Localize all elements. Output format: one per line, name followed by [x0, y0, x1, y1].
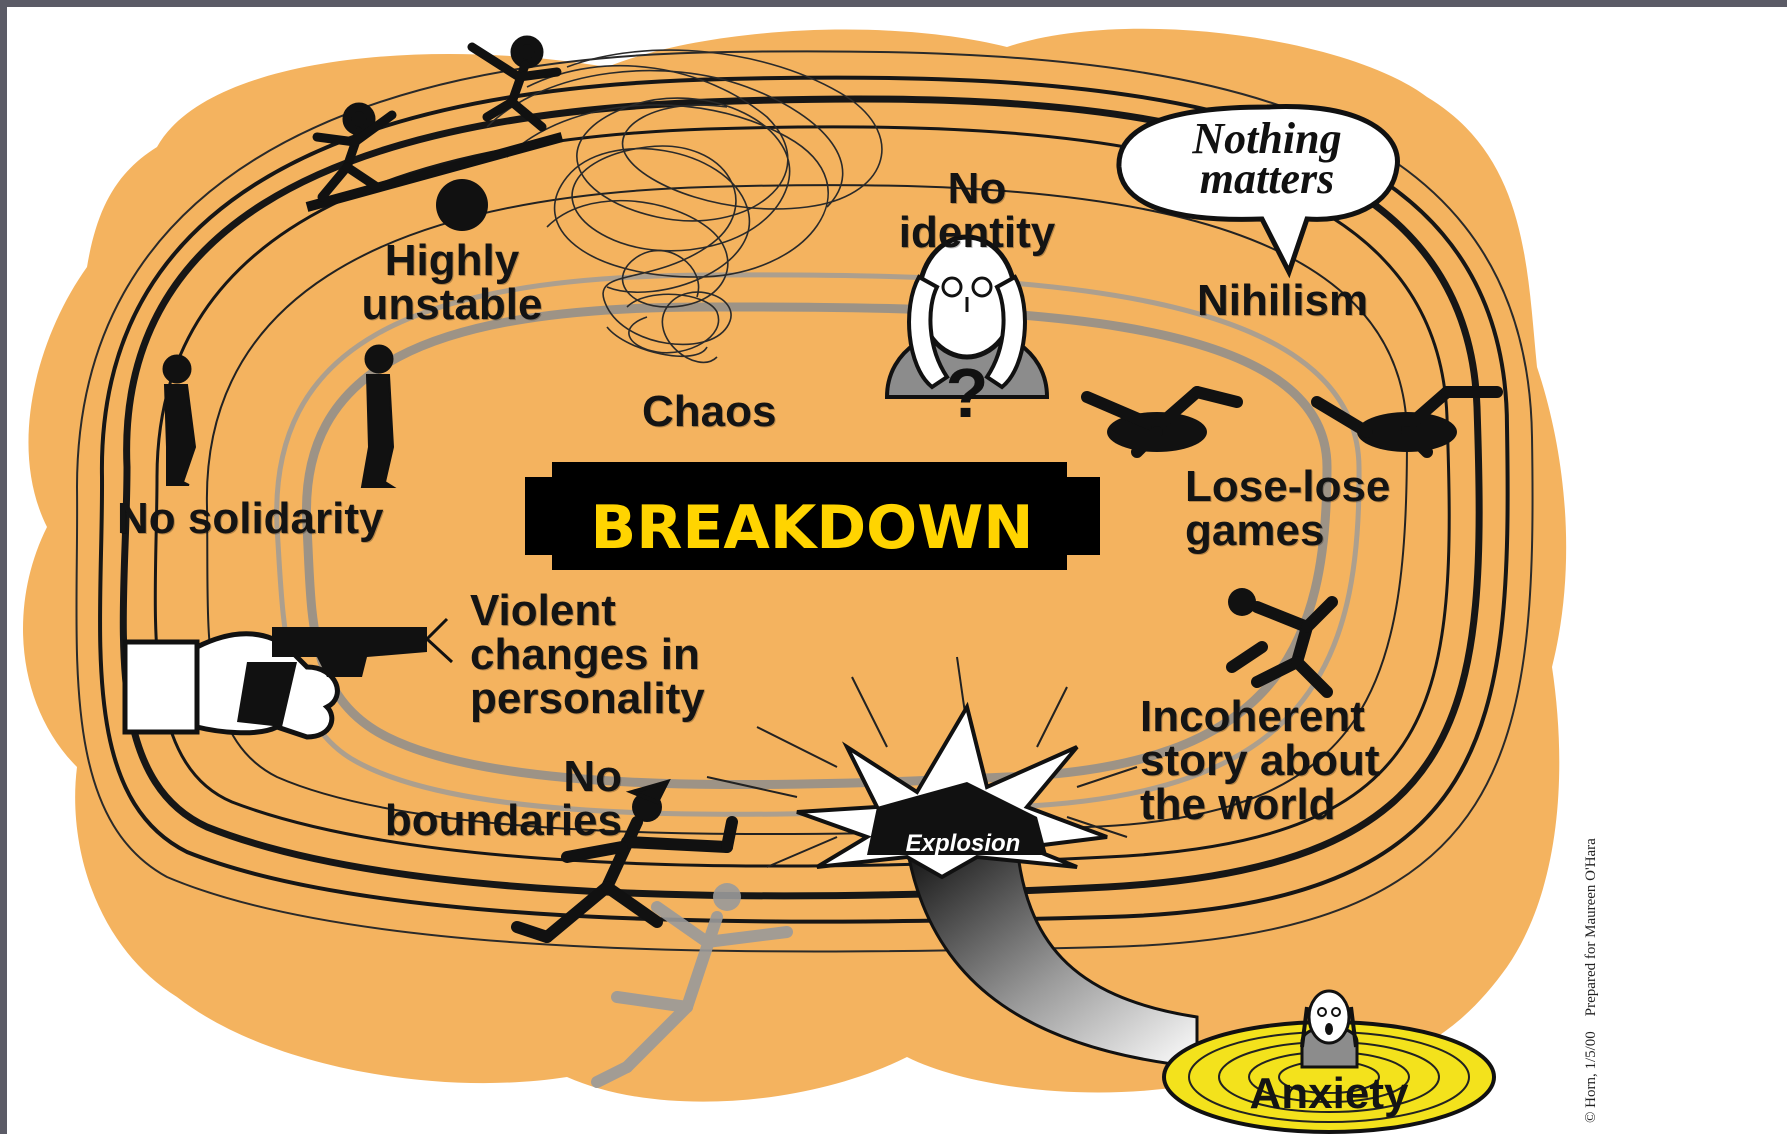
svg-text:?: ?: [946, 354, 989, 432]
falling-figure-icon: [511, 778, 793, 1088]
label-no-identity: No identity: [898, 164, 1056, 257]
swirl-ring: [75, 50, 1534, 953]
label-anxiety: Anxiety: [1249, 1069, 1409, 1118]
standing-figures-icon: [162, 344, 397, 488]
label-incoherent-story: Incoherent story about the world: [1140, 692, 1380, 829]
label-highly-unstable: Highly unstable: [361, 236, 543, 329]
credit-text: © Horn, 1/5/00 Prepared for Maureen O'Ha…: [1583, 838, 1599, 1123]
speech-bubble-icon: [1116, 104, 1400, 279]
speech-bubble-text: Nothing matters: [1192, 114, 1342, 203]
label-violent-changes: Violent changes in personality: [470, 586, 705, 723]
label-chaos: Chaos: [642, 387, 777, 436]
hand-gun-icon: [122, 617, 454, 740]
label-no-solidarity: No solidarity: [117, 494, 384, 543]
slipping-figures-icon: [1081, 386, 1503, 458]
label-no-boundaries: No boundaries: [384, 752, 622, 845]
anxiety-pool: [1162, 1020, 1496, 1134]
faceless-head-icon: ?: [884, 234, 1050, 432]
scribble-tangle-icon: [486, 49, 883, 364]
stumbling-figure-icon: [1226, 588, 1338, 698]
breakdown-banner: [525, 462, 1100, 570]
screaming-face-icon: [1300, 989, 1359, 1069]
label-lose-lose-games: Lose-lose games: [1185, 462, 1391, 555]
diagram-artwork: ?: [22, 28, 1567, 1134]
breakdown-diagram: ?: [7, 7, 1787, 1134]
explosion-rays: [706, 656, 1138, 868]
explosion-core: [867, 782, 1047, 855]
label-nihilism: Nihilism: [1197, 276, 1369, 325]
seesaw-icon: [305, 35, 564, 231]
banner-text: BREAKDOWN: [590, 493, 1034, 563]
label-explosion: Explosion: [905, 830, 1021, 857]
